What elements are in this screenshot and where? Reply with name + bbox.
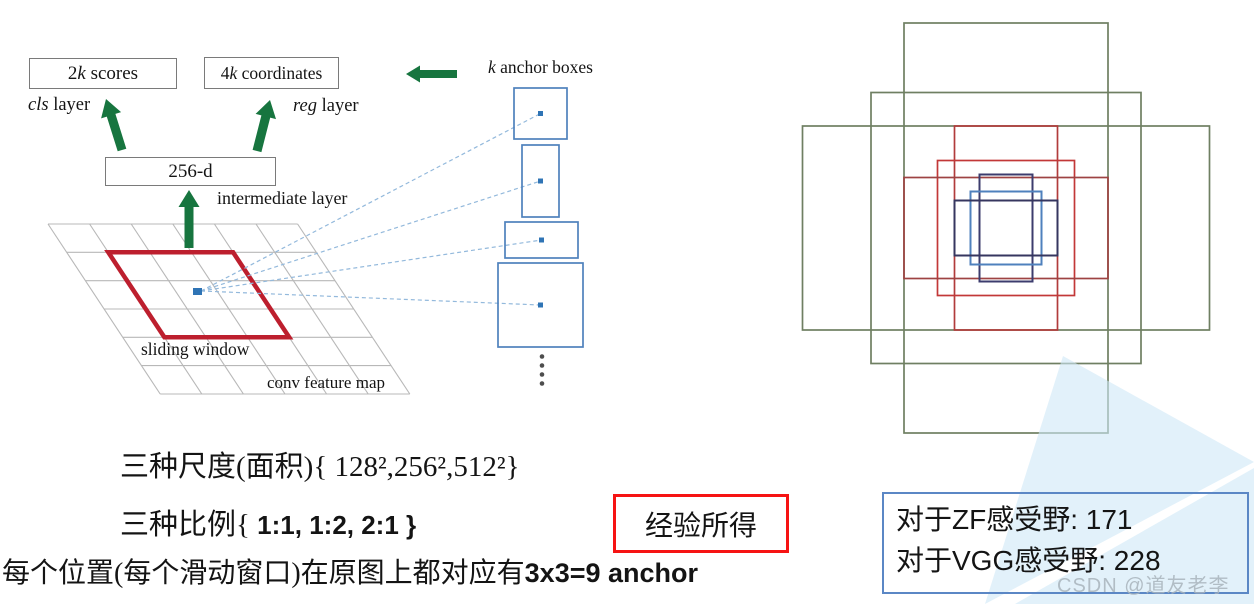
grid-line-v [47, 223, 161, 395]
intermediate-layer-label: intermediate layer [217, 188, 348, 208]
sliding-window-label: sliding window [141, 339, 250, 359]
csdn-watermark: CSDN @道友老李 [1057, 575, 1230, 597]
projection-dashed-line [200, 180, 541, 292]
empirical-note-label: 经验所得 [644, 510, 757, 542]
projection-dashed-line [200, 290, 541, 306]
green-up-arrow [178, 190, 200, 248]
ellipsis-dot [539, 363, 545, 368]
ellipsis-dot [539, 381, 545, 386]
k-anchor-boxes-label: k anchor boxes [488, 57, 593, 77]
window-center-marker [193, 288, 202, 295]
anchor-red-square [936, 159, 1076, 297]
grid-line-v [255, 223, 369, 395]
zf-receptive-field: 对于ZF感受野: 171 [896, 504, 1133, 535]
grid-line-v [297, 223, 411, 395]
anchor-blue-portrait [978, 173, 1034, 283]
green-left-arrow [406, 65, 457, 83]
anchor-center-marker [538, 178, 543, 184]
conv-feature-map-label: conv feature map [267, 373, 385, 392]
256d-box: 256-d [105, 157, 276, 186]
anchor-center-marker [538, 302, 543, 308]
coordinates-box: 4k coordinates [204, 57, 339, 89]
anchor-green-landscape [801, 125, 1211, 331]
positions-note: 每个位置(每个滑动窗口)在原图上都对应有3x3=9 anchor [2, 558, 699, 589]
reg-layer-label: reg layer [293, 96, 359, 116]
anchor-box [513, 87, 568, 140]
anchor-blue-square [969, 190, 1043, 266]
anchor-blue-landscape [953, 199, 1059, 257]
cls-layer-label: cls layer [28, 95, 91, 115]
anchor-center-marker [538, 111, 543, 116]
coordinates-box-label: 4k coordinates [220, 62, 323, 83]
anchor-box [497, 262, 584, 348]
ellipsis-dot [539, 354, 545, 359]
anchor-red-landscape [903, 176, 1109, 280]
receptive-field-box: 对于ZF感受野: 171 对于VGG感受野: 228 [882, 492, 1249, 594]
vgg-receptive-field: 对于VGG感受野: 228 [896, 545, 1161, 576]
sliding-window-outline [104, 250, 294, 340]
scores-box: 2k scores [29, 58, 177, 89]
green-up-arrow [252, 100, 276, 153]
empirical-note-box: 经验所得 [613, 494, 789, 553]
anchor-center-marker [539, 237, 544, 243]
green-up-arrow [101, 99, 127, 152]
scales-note: 三种尺度(面积){ 128²,256²,512²} [120, 451, 520, 483]
scores-box-label: 2k scores [67, 62, 139, 84]
anchor-green-square [870, 91, 1142, 365]
watermark-triangle [1015, 468, 1254, 604]
projection-dashed-line [200, 239, 542, 292]
ratios-note: 三种比例{ 1:1, 1:2, 2:1 } [120, 509, 417, 541]
256d-box-label: 256-d [168, 160, 213, 182]
ellipsis-dot [539, 372, 545, 377]
anchor-box [521, 144, 560, 218]
anchor-box [504, 221, 579, 259]
projection-dashed-line [200, 112, 541, 292]
watermark-triangle [985, 356, 1254, 604]
